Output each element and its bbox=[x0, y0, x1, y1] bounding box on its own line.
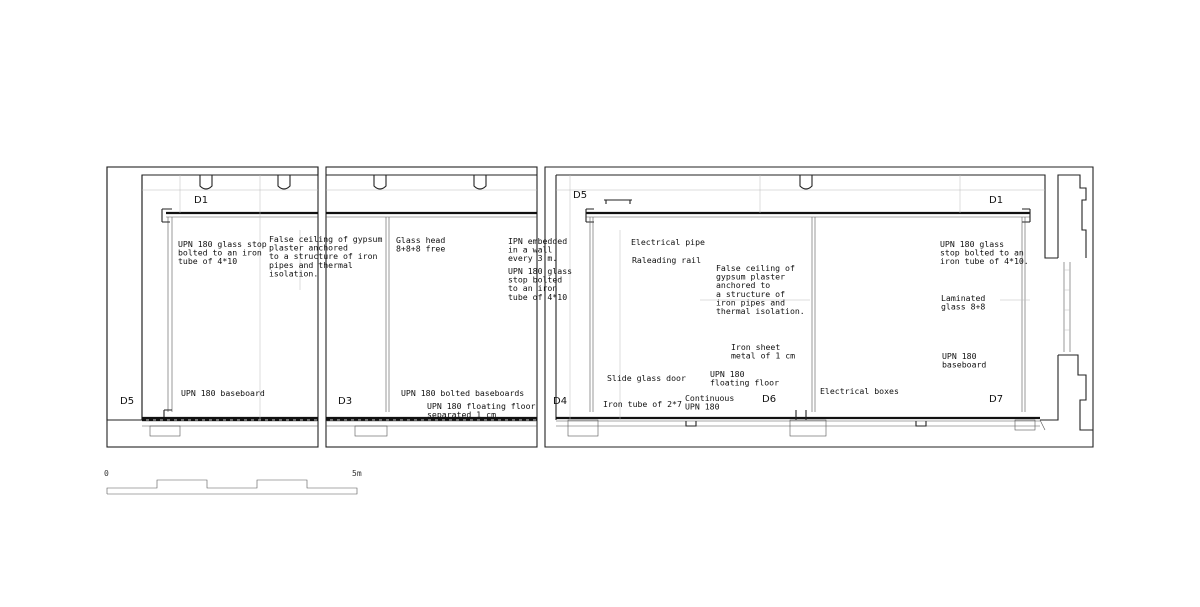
note-line: UPN 180 bbox=[942, 351, 977, 361]
note-line: isolation. bbox=[269, 268, 318, 278]
note-line: metal of 1 cm bbox=[731, 351, 795, 361]
detail-tag-d6: D6 bbox=[762, 394, 776, 405]
guides-left bbox=[142, 175, 537, 420]
note-line: UPN 180 glass stop bbox=[178, 239, 267, 249]
note-iron-tube: Iron tube of 2*7 bbox=[603, 399, 682, 409]
note-line: Electrical boxes bbox=[820, 386, 899, 396]
note-line: plaster anchored bbox=[269, 243, 348, 253]
note-line: Raleading rail bbox=[632, 255, 701, 265]
note-line: thermal isolation. bbox=[716, 306, 805, 316]
detail-tag-d7: D7 bbox=[989, 394, 1003, 405]
note-line: floating floor bbox=[710, 378, 779, 388]
note-line: bolted to an iron bbox=[178, 248, 262, 258]
detail-tag-d5-left: D5 bbox=[120, 396, 134, 407]
detail-tag-d4: D4 bbox=[553, 396, 567, 407]
note-line: IPN embedded bbox=[508, 236, 567, 246]
note-line: Slide glass door bbox=[607, 373, 686, 383]
right-panel-outline bbox=[544, 166, 1094, 448]
note-line: 8+8+8 free bbox=[396, 244, 445, 254]
note-line: stop bolted to an bbox=[940, 248, 1024, 258]
note-line: Laminated bbox=[941, 293, 985, 303]
note-line: to an iron bbox=[508, 283, 557, 293]
note-slide-glass-door: Slide glass door bbox=[607, 373, 686, 383]
detail-tag-d1-left: D1 bbox=[194, 195, 208, 206]
false-ceiling-left bbox=[161, 208, 537, 420]
note-line: pipes and thermal bbox=[269, 260, 353, 270]
note-line: Iron tube of 2*7 bbox=[603, 399, 682, 409]
note-line: iron tube of 4*10. bbox=[940, 256, 1029, 266]
scale-bar: 0 5m bbox=[104, 469, 362, 495]
note-line: UPN 180 bolted baseboards bbox=[401, 388, 524, 398]
note-line: tube of 4*10 bbox=[178, 256, 237, 266]
note-line: a structure of bbox=[716, 289, 785, 299]
detail-tag-d1-right: D1 bbox=[989, 195, 1003, 206]
note-upn-baseboard-left: UPN 180 baseboard bbox=[181, 388, 265, 398]
note-raleading-rail: Raleading rail bbox=[632, 255, 701, 265]
note-line: UPN 180 bbox=[685, 402, 720, 412]
note-line: False ceiling of bbox=[716, 263, 795, 273]
note-line: in a wall bbox=[508, 245, 552, 255]
note-line: UPN 180 glass bbox=[508, 266, 572, 276]
false-ceiling-right bbox=[585, 199, 1031, 412]
detail-tag-d5-right: D5 bbox=[573, 190, 587, 201]
note-line: UPN 180 glass bbox=[940, 239, 1004, 249]
note-line: UPN 180 baseboard bbox=[181, 388, 265, 398]
left-panel-outline bbox=[106, 166, 319, 448]
note-line: UPN 180 floating floor bbox=[427, 401, 536, 411]
note-line: stop bolted bbox=[508, 275, 562, 285]
floor-left bbox=[142, 416, 537, 437]
floor-right bbox=[556, 410, 1040, 437]
note-electrical-boxes: Electrical boxes bbox=[820, 386, 899, 396]
note-line: gypsum plaster bbox=[716, 272, 785, 282]
note-line: UPN 180 bbox=[710, 369, 745, 379]
guides-right bbox=[556, 175, 1045, 420]
note-line: Continuous bbox=[685, 393, 734, 403]
detail-tag-d3: D3 bbox=[338, 396, 352, 407]
note-upn-bolted-baseboards: UPN 180 bolted baseboards bbox=[401, 388, 524, 398]
note-line: glass 8+8 bbox=[941, 302, 985, 312]
note-line: Electrical pipe bbox=[631, 237, 705, 247]
note-line: False ceiling of gypsum bbox=[269, 234, 382, 244]
note-line: Glass head bbox=[396, 235, 445, 245]
note-line: anchored to bbox=[716, 280, 770, 290]
note-line: to a structure of iron bbox=[269, 251, 378, 261]
scale-start-label: 0 bbox=[104, 469, 109, 478]
note-line: Iron sheet bbox=[731, 342, 780, 352]
note-electrical-pipe: Electrical pipe bbox=[631, 237, 705, 247]
note-line: baseboard bbox=[942, 360, 986, 370]
scale-end-label: 5m bbox=[352, 469, 362, 478]
note-line: tube of 4*10 bbox=[508, 292, 567, 302]
note-line: separated 1 cm bbox=[427, 410, 496, 420]
note-line: iron pipes and bbox=[716, 297, 785, 307]
note-line: every 3 m. bbox=[508, 253, 557, 263]
